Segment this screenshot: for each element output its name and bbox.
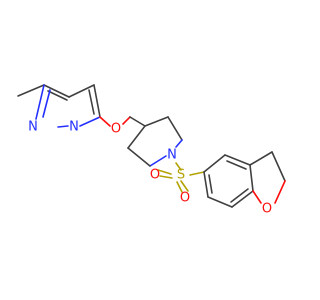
bond-ar-6-inner bbox=[208, 174, 213, 194]
bond-n2-n1 bbox=[57, 125, 69, 128]
bond-c4-c3 bbox=[93, 84, 101, 118]
bond-s-o-bottom-2 bbox=[180, 180, 189, 192]
atom-label-n2: N bbox=[69, 120, 79, 135]
pyridazine-ring bbox=[17, 84, 101, 128]
atom-labels: N N O N S O O O bbox=[28, 120, 272, 217]
bond-n1-c6 bbox=[35, 84, 45, 120]
bond-c6-c5-inner bbox=[47, 90, 68, 101]
benzene-ring bbox=[203, 154, 254, 208]
bond-ch2-o bbox=[274, 180, 286, 204]
bond-pip-c5-c4 bbox=[127, 125, 146, 149]
bond-ar-5 bbox=[207, 196, 233, 208]
atom-label-sulfur: S bbox=[177, 168, 185, 183]
bond-pip-c3-c2 bbox=[167, 116, 183, 141]
bond-ar-6 bbox=[203, 171, 209, 198]
atom-label-sulfonyl-oxygen-top: O bbox=[150, 168, 160, 183]
bond-pip-c4-c3 bbox=[144, 116, 169, 127]
atom-label-piperidine-nitrogen: N bbox=[167, 148, 177, 163]
bond-o-ch2 bbox=[122, 116, 131, 125]
bond-n1-c6-inner bbox=[42, 89, 51, 118]
bond-ar-ch2 bbox=[249, 151, 273, 166]
bond-c3-n2 bbox=[79, 116, 101, 127]
bond-ar-3 bbox=[249, 164, 254, 192]
bond-o-ar bbox=[252, 190, 262, 204]
bond-ar-1 bbox=[203, 154, 226, 173]
atom-label-sulfonyl-oxygen-bottom: O bbox=[180, 191, 190, 206]
atom-label-furan-oxygen: O bbox=[262, 202, 272, 217]
bond-ar-2-inner bbox=[226, 160, 247, 170]
bond-methyl bbox=[17, 84, 45, 97]
bond-ar-4-inner bbox=[230, 188, 249, 203]
dihydrofuran-ring bbox=[249, 151, 286, 204]
bond-pip-c2-n bbox=[175, 139, 183, 148]
molecule-structure-diagram: N N O N S O O O bbox=[17, 84, 286, 217]
bond-ch2-ch2 bbox=[271, 151, 286, 182]
bond-n-s bbox=[175, 162, 182, 171]
atom-label-n1: N bbox=[28, 120, 38, 135]
bond-pip-n-c6 bbox=[149, 155, 167, 167]
bond-c6-c5 bbox=[43, 84, 70, 98]
bond-s-aryl bbox=[189, 171, 205, 176]
bond-c3-o bbox=[99, 116, 111, 127]
ether-linker bbox=[99, 116, 146, 127]
atom-label-ether-oxygen: O bbox=[111, 122, 121, 137]
bond-s-o-bottom bbox=[176, 181, 183, 193]
bond-ar-4 bbox=[231, 190, 254, 208]
bond-s-o-top-2 bbox=[159, 175, 173, 179]
bond-s-o-top bbox=[157, 169, 172, 175]
bond-ar-2 bbox=[224, 154, 251, 166]
bond-ch2-c4pip bbox=[129, 116, 146, 127]
bond-pip-c6-c5 bbox=[127, 147, 151, 167]
bond-c5-c4 bbox=[68, 84, 95, 98]
sulfonyl-group bbox=[157, 162, 205, 193]
piperidine-ring bbox=[127, 116, 183, 167]
bond-c4-c3-inner bbox=[88, 89, 95, 115]
